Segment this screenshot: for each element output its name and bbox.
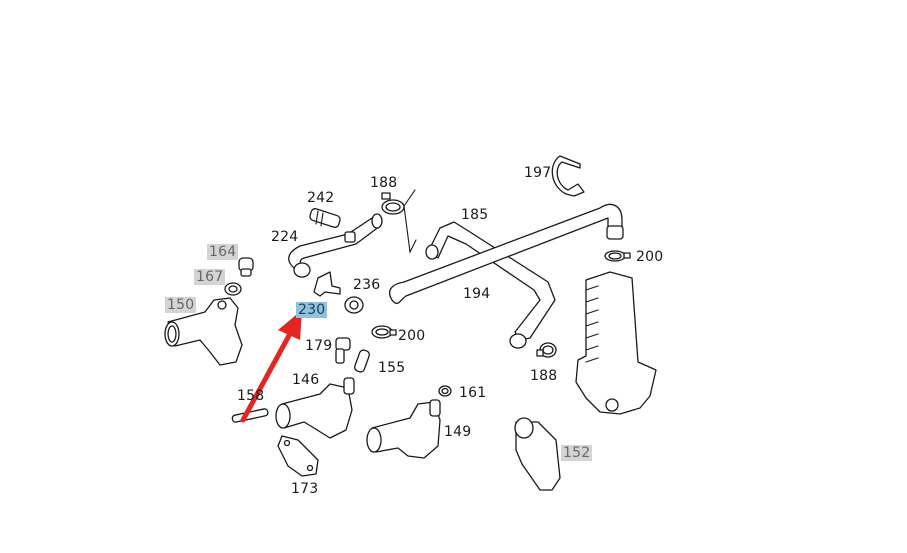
part-188-clamp-lower bbox=[536, 342, 557, 358]
callout-188-lower[interactable]: 188 bbox=[530, 368, 558, 384]
part-224-hose bbox=[288, 213, 383, 278]
part-152-elbow bbox=[514, 417, 561, 491]
callout-200-right[interactable]: 200 bbox=[636, 249, 664, 265]
callout-230[interactable]: 230 bbox=[296, 302, 328, 318]
part-185-hose bbox=[425, 221, 556, 349]
callout-173[interactable]: 173 bbox=[291, 481, 319, 497]
callout-242[interactable]: 242 bbox=[307, 190, 335, 206]
part-155-pin bbox=[354, 349, 370, 373]
part-197-strap bbox=[551, 155, 585, 197]
part-188-clamp bbox=[381, 192, 405, 215]
part-149-housing bbox=[366, 399, 441, 459]
part-161-seal bbox=[438, 385, 452, 397]
part-coolant-reservoir bbox=[575, 271, 657, 415]
part-179-bolt bbox=[335, 337, 351, 364]
callout-236[interactable]: 236 bbox=[353, 277, 381, 293]
callout-185[interactable]: 185 bbox=[461, 207, 489, 223]
callout-146[interactable]: 146 bbox=[292, 372, 320, 388]
callout-200-left[interactable]: 200 bbox=[398, 328, 426, 344]
part-236-seal bbox=[344, 296, 364, 314]
part-164-plug bbox=[238, 257, 254, 277]
callout-161[interactable]: 161 bbox=[459, 385, 487, 401]
part-194-hose bbox=[389, 203, 624, 304]
callout-164[interactable]: 164 bbox=[207, 244, 239, 260]
part-150-thermostat-housing bbox=[164, 297, 243, 366]
callout-167[interactable]: 167 bbox=[194, 269, 226, 285]
callout-155[interactable]: 155 bbox=[378, 360, 406, 376]
part-230-bracket bbox=[313, 271, 341, 297]
part-200-clamp-left bbox=[371, 325, 397, 339]
callout-158[interactable]: 158 bbox=[237, 388, 265, 404]
part-167-seal-ring bbox=[224, 282, 242, 296]
callout-197[interactable]: 197 bbox=[524, 165, 552, 181]
callout-179[interactable]: 179 bbox=[305, 338, 333, 354]
callout-150[interactable]: 150 bbox=[165, 297, 197, 313]
callout-188-top[interactable]: 188 bbox=[370, 175, 398, 191]
callout-224[interactable]: 224 bbox=[271, 229, 299, 245]
callout-149[interactable]: 149 bbox=[444, 424, 472, 440]
part-200-clamp-right bbox=[604, 250, 631, 262]
callout-152[interactable]: 152 bbox=[561, 445, 593, 461]
part-173-gasket bbox=[277, 435, 319, 477]
part-242-fitting bbox=[309, 208, 341, 228]
group-bracket-line bbox=[403, 189, 417, 254]
callout-194[interactable]: 194 bbox=[463, 286, 491, 302]
part-146-housing bbox=[275, 377, 355, 439]
